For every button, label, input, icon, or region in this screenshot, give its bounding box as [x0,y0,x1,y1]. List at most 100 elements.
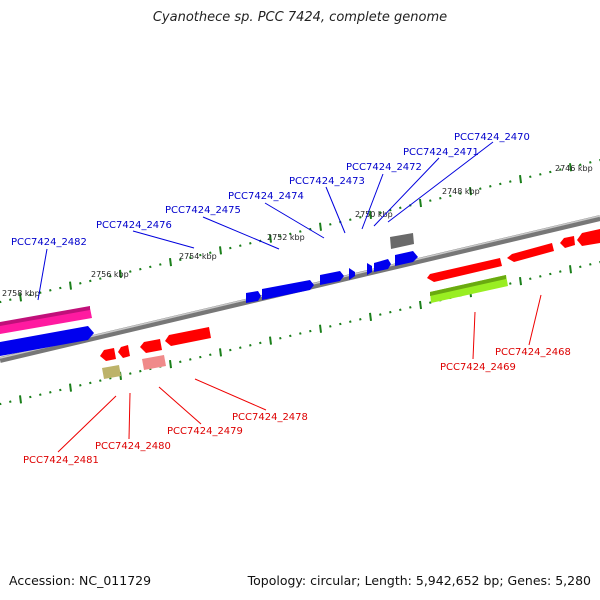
gene-arrow[interactable] [0,326,94,356]
gene-arrow[interactable] [100,348,116,361]
reverse-labels: PCC7424_2468 PCC7424_2469 PCC7424_2478 P… [23,294,571,466]
gene-label[interactable]: PCC7424_2472 [346,162,422,173]
gene-arrow[interactable] [395,251,418,266]
minor-tick [209,353,212,357]
minor-tick [279,336,282,340]
ruler-label: 2756 kbp [91,270,129,279]
minor-tick [239,244,242,247]
minor-tick [189,358,192,361]
reverse-strand-genes [100,229,600,379]
gene-label[interactable]: PCC7424_2478 [232,412,308,423]
minor-tick [449,194,452,198]
minor-tick [209,251,212,255]
minor-tick [89,279,92,283]
minor-tick [59,286,62,290]
minor-tick [109,274,112,278]
minor-tick [509,180,512,183]
gene-box[interactable] [102,365,121,379]
major-tick [519,175,522,184]
gene-label[interactable]: PCC7424_2469 [440,362,516,373]
minor-tick [549,272,552,276]
gene-arrow[interactable] [367,263,372,275]
major-tick [269,336,272,345]
minor-tick [589,263,592,266]
major-tick [569,163,572,172]
ruler-label: 2750 kbp [355,210,393,219]
minor-tick [429,301,432,304]
major-tick [369,312,372,322]
genome-summary-text: Topology: circular; Length: 5,942,652 bp… [247,573,591,588]
gene-label[interactable]: PCC7424_2481 [23,455,99,466]
ruler-label: 2754 kbp [179,252,217,261]
major-tick [419,198,422,208]
minor-tick [549,170,552,174]
major-tick [219,246,222,255]
minor-tick [349,320,352,323]
minor-tick [579,265,582,269]
ruler-label: 2758 kbp [2,289,40,298]
minor-tick [39,291,42,294]
minor-tick [499,182,502,186]
gene-label[interactable]: PCC7424_2468 [495,347,571,358]
gene-label[interactable]: PCC7424_2474 [228,191,304,202]
accession-text: Accession: NC_011729 [9,573,152,588]
minor-tick [149,265,152,269]
gene-label[interactable]: PCC7424_2470 [454,132,530,143]
minor-tick [589,161,592,164]
minor-tick [529,277,532,281]
minor-tick [559,168,562,171]
gene-arrow[interactable] [349,268,355,280]
minor-tick [379,313,382,316]
gene-label[interactable]: PCC7424_2480 [95,441,171,452]
forward-labels: PCC7424_2470 PCC7424_2471 PCC7424_2472 P… [11,132,530,301]
outer-ruler [0,159,600,304]
minor-tick [279,234,282,238]
gene-arrow[interactable] [577,229,600,246]
gene-arrow[interactable] [0,308,92,334]
major-tick [69,281,72,290]
minor-tick [249,242,252,245]
gene-label[interactable]: PCC7424_2482 [11,237,87,248]
minor-tick [489,185,492,188]
minor-tick [79,384,82,387]
minor-tick [429,199,432,202]
gene-arrow[interactable] [507,243,554,262]
minor-tick [189,256,192,259]
gene-arrow[interactable] [246,291,261,303]
gene-arrow[interactable] [262,280,314,300]
gene-arrow[interactable] [140,339,162,353]
gene-box[interactable] [142,355,166,370]
gene-label[interactable]: PCC7424_2473 [289,176,365,187]
minor-tick [299,332,302,335]
minor-tick [349,218,352,221]
minor-tick [39,393,42,396]
gene-label[interactable]: PCC7424_2475 [165,205,241,216]
forward-strand-genes [0,233,418,356]
minor-tick [129,270,132,273]
minor-tick [359,215,362,219]
gene-arrow[interactable] [427,258,502,282]
gene-label[interactable]: PCC7424_2479 [167,426,243,437]
gene-arrow[interactable] [320,271,344,285]
minor-tick [299,230,302,233]
minor-tick [339,322,342,326]
major-tick [469,186,472,196]
gene-arrow[interactable] [560,236,575,248]
gene-arrow[interactable] [165,327,211,346]
minor-tick [199,355,202,359]
gene-label[interactable]: PCC7424_2476 [96,220,172,231]
minor-tick [239,346,242,349]
gene-arrow[interactable] [118,345,130,358]
minor-tick [359,317,362,321]
gene-arrow[interactable] [374,259,391,272]
major-tick [19,395,22,404]
minor-tick [59,388,62,392]
minor-tick [309,329,312,333]
gene-label[interactable]: PCC7424_2471 [403,147,479,158]
minor-tick [249,344,252,347]
minor-tick [329,223,332,226]
minor-tick [99,277,102,280]
gene-box[interactable] [390,233,414,249]
minor-tick [329,325,332,328]
